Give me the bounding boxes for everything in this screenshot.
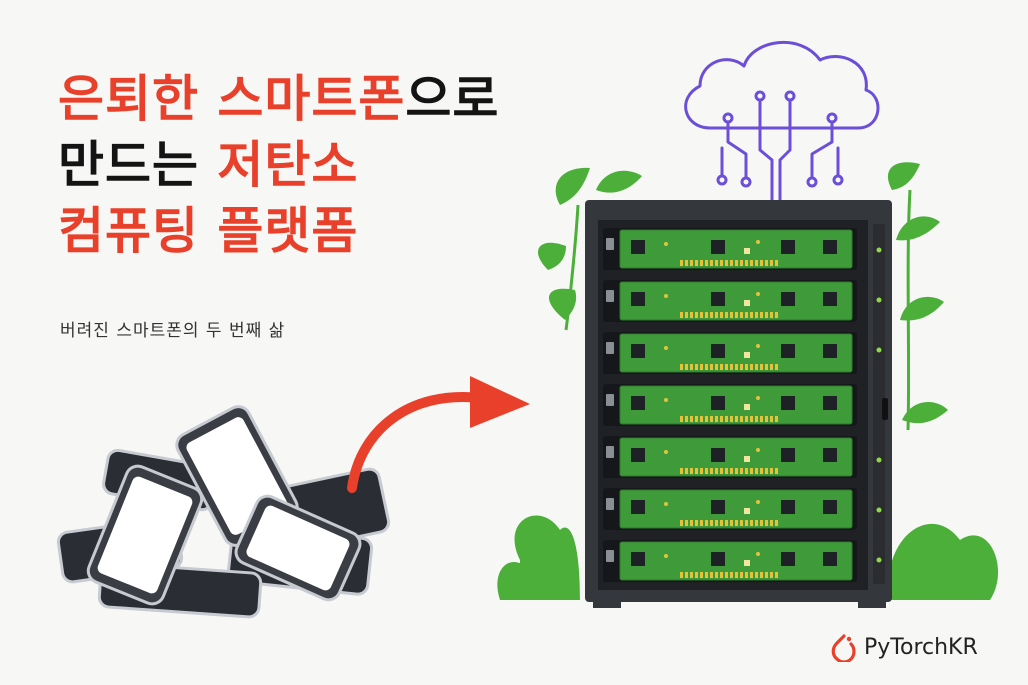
server-rack-icon — [585, 200, 892, 608]
server-board — [603, 384, 857, 426]
headline-line-2: 만드는 저탄소 — [58, 132, 499, 198]
headline: 은퇴한 스마트폰으로 만드는 저탄소 컴퓨팅 플랫폼 — [58, 66, 499, 264]
smartphone-pile-icon — [56, 405, 391, 619]
cloud-icon — [684, 40, 880, 202]
server-board — [603, 280, 857, 322]
brand-name: PyTorchKR — [864, 634, 978, 660]
pytorch-flame-icon — [831, 634, 856, 662]
headline-accent-3: 컴퓨팅 플랫폼 — [58, 202, 359, 260]
plant-icon — [497, 162, 999, 600]
arrow-icon — [347, 376, 530, 493]
headline-line-1: 은퇴한 스마트폰으로 — [58, 66, 499, 132]
headline-line-3: 컴퓨팅 플랫폼 — [58, 198, 499, 264]
headline-accent-2: 저탄소 — [217, 136, 359, 194]
brand-logo: PyTorchKR — [830, 632, 978, 662]
server-board — [603, 540, 857, 582]
headline-accent-1: 은퇴한 스마트폰 — [58, 70, 406, 128]
server-board — [603, 228, 857, 270]
server-board — [603, 488, 857, 530]
subtitle: 버려진 스마트폰의 두 번째 삶 — [60, 321, 286, 341]
server-board — [603, 436, 857, 478]
server-board — [603, 332, 857, 374]
headline-text-2: 만드는 — [58, 136, 218, 194]
headline-text-1: 으로 — [405, 70, 500, 128]
